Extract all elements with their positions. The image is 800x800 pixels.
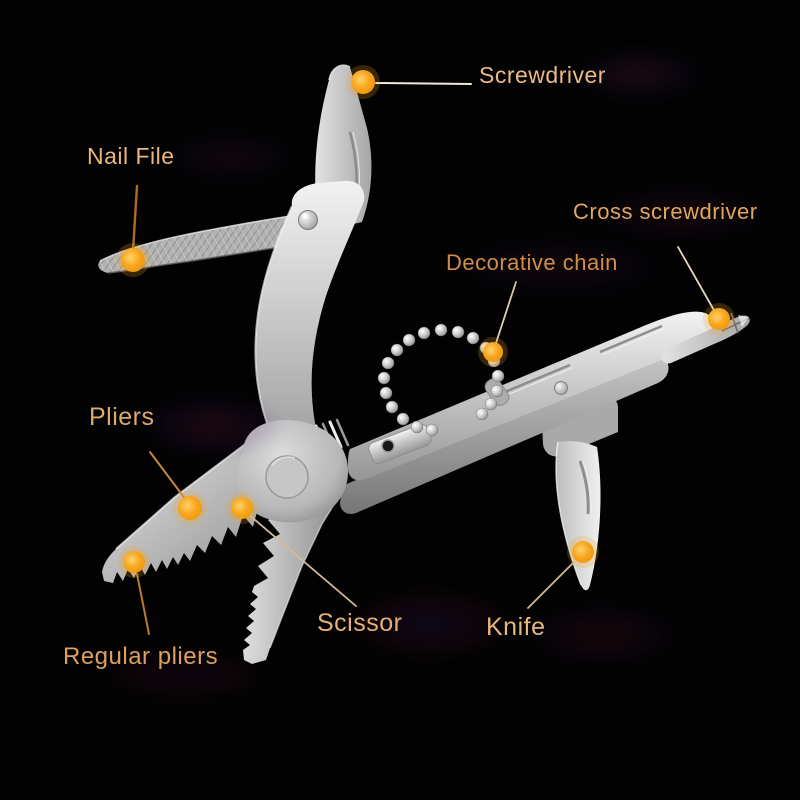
knife-rivet [554,381,568,395]
leader-line-knife [527,561,575,609]
right-handle [340,311,714,514]
leader-line-pliers [149,451,187,501]
label-scissor: Scissor [317,609,403,637]
top-pivot-rivet [298,210,318,230]
leader-lines [131,82,716,635]
label-cross-screwdriver: Cross screwdriver [573,199,758,224]
label-screwdriver: Screwdriver [479,62,606,88]
leader-line-nail-file [131,184,139,253]
leader-line-decorative-chain [495,281,517,344]
pliers-head [236,420,349,523]
cross-screwdriver-tool [661,312,750,364]
decorative-ball-chain [368,323,510,465]
callout-dot-regular-pliers [118,546,150,578]
callout-dot-decorative-chain [478,337,508,367]
pliers-pivot [265,455,309,499]
label-regular-pliers: Regular pliers [63,643,219,670]
callout-dot-cross-screwdriver [703,303,735,335]
callout-dots [116,65,735,578]
label-pliers: Pliers [89,403,155,431]
callout-dot-scissor [226,492,258,524]
label-knife: Knife [486,613,546,641]
callout-dot-pliers [173,491,207,525]
callout-dot-knife [567,536,599,568]
pliers-lower-jaw [243,481,339,664]
label-nail-file: Nail File [87,143,175,169]
leader-line-scissor [247,513,357,607]
label-decorative-chain: Decorative chain [446,250,618,275]
leader-line-screwdriver [375,82,472,85]
knife-blade [555,441,601,591]
callout-dot-screwdriver [346,65,380,99]
knife-joint [542,396,618,457]
leader-line-regular-pliers [136,573,150,635]
callout-dot-nail-file [116,243,150,277]
leader-line-cross-screwdriver [677,246,716,313]
